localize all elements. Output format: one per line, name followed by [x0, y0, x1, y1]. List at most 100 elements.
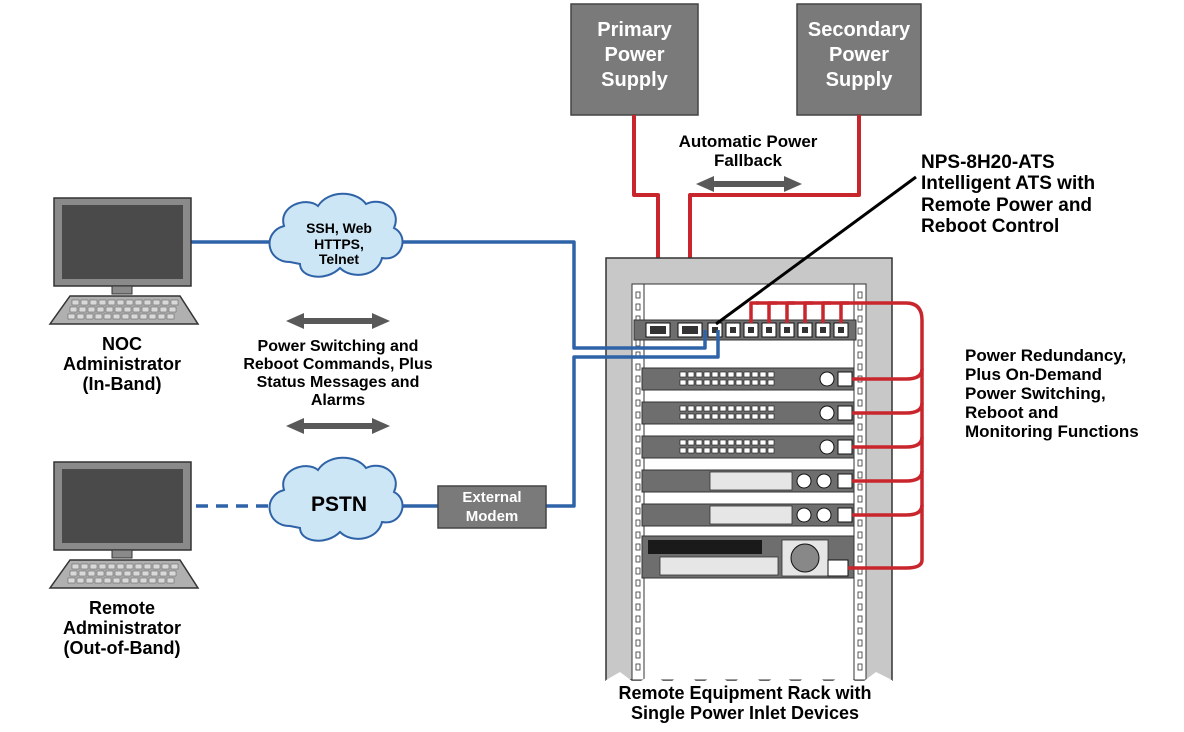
keyboard-key: [78, 570, 87, 577]
rack-devices: [641, 367, 855, 579]
keyboard-key: [116, 299, 125, 306]
rail-hole: [857, 591, 863, 599]
switch-port: [687, 413, 695, 420]
rail-hole: [857, 351, 863, 359]
switch-port: [695, 447, 703, 454]
rail-hole: [857, 663, 863, 671]
switch-port: [743, 405, 751, 412]
switch-port: [751, 447, 759, 454]
switch-port: [711, 439, 719, 446]
keyboard-key: [114, 570, 123, 577]
switch-port: [735, 447, 743, 454]
ats-outlet-socket: [838, 327, 844, 333]
rail-hole: [857, 579, 863, 587]
keyboard-key: [130, 577, 139, 584]
server-io-panel: [709, 505, 793, 525]
keyboard-key: [114, 306, 123, 313]
switch-port: [679, 413, 687, 420]
external-modem-label: External Modem: [462, 489, 522, 525]
rail-hole: [857, 543, 863, 551]
switch-port: [711, 379, 719, 386]
keyboard-key: [107, 299, 116, 306]
callout-line: [715, 175, 917, 326]
switch-port: [735, 405, 743, 412]
keyboard-key: [76, 313, 85, 320]
switch-port: [727, 379, 735, 386]
power-connector: [796, 473, 812, 489]
switch-port: [687, 371, 695, 378]
device-cord: [852, 368, 924, 381]
switch-port: [687, 405, 695, 412]
keyboard-key: [80, 563, 89, 570]
keyboard-key: [148, 577, 157, 584]
rail-hole: [857, 399, 863, 407]
noc-computer-icon: [48, 197, 200, 325]
rail-hole: [857, 531, 863, 539]
keyboard-key: [134, 563, 143, 570]
keyboard-key: [123, 306, 132, 313]
rail-hole: [635, 423, 641, 431]
keyboard-key: [139, 313, 148, 320]
inband-cloud-shape: [268, 192, 404, 278]
switch-port: [695, 379, 703, 386]
ats-outlet-socket: [820, 327, 826, 333]
keyboard-key: [87, 306, 96, 313]
keyboard-key: [152, 299, 161, 306]
rail-hole: [857, 435, 863, 443]
switch-port: [735, 413, 743, 420]
keyboard-key: [166, 313, 175, 320]
inband-cloud-label: SSH, Web HTTPS, Telnet: [306, 220, 372, 268]
rail-hole: [857, 327, 863, 335]
rail-hole: [635, 579, 641, 587]
switch-port: [703, 379, 711, 386]
rail-hole: [857, 447, 863, 455]
power-inlet: [837, 507, 853, 523]
power-inlet: [837, 371, 853, 387]
server-io-panel: [659, 556, 779, 576]
keyboard-key: [107, 563, 116, 570]
switch-port: [743, 413, 751, 420]
keyboard-key: [170, 299, 179, 306]
keyboard-key: [125, 299, 134, 306]
keyboard-key: [168, 570, 177, 577]
keyboard-key: [134, 299, 143, 306]
rail-hole: [857, 483, 863, 491]
rail-hole: [857, 555, 863, 563]
keyboard-key: [161, 563, 170, 570]
switch-port: [743, 371, 751, 378]
keyboard-key: [141, 570, 150, 577]
rail-hole: [857, 291, 863, 299]
rail-hole: [635, 639, 641, 647]
rail-hole: [857, 303, 863, 311]
rail-hole: [635, 627, 641, 635]
rack-rail-holes: [635, 291, 863, 671]
pstn-cloud-shape: [268, 456, 404, 542]
keyboard-key: [98, 299, 107, 306]
rail-hole: [857, 603, 863, 611]
device-cord: [852, 436, 924, 449]
rail-hole: [635, 483, 641, 491]
keyboard-key: [130, 313, 139, 320]
keyboard-key: [105, 306, 114, 313]
fallback-label: Automatic Power Fallback: [678, 132, 818, 171]
switch-port: [727, 405, 735, 412]
rail-hole: [857, 423, 863, 431]
ats-outlet-socket: [766, 327, 772, 333]
keyboard-key: [132, 570, 141, 577]
switch-port: [703, 405, 711, 412]
keyboard-key: [69, 570, 78, 577]
switch-port: [679, 371, 687, 378]
keyboard-key: [87, 570, 96, 577]
redundancy-label: Power Redundancy, Plus On-Demand Power S…: [965, 346, 1139, 442]
device-label: NPS-8H20-ATS Intelligent ATS with Remote…: [921, 152, 1096, 237]
keyboard-key: [71, 299, 80, 306]
switch-port: [759, 379, 767, 386]
rail-hole: [857, 507, 863, 515]
rail-hole: [635, 363, 641, 371]
switch-port: [767, 439, 775, 446]
switch-port: [711, 447, 719, 454]
keyboard-key: [161, 299, 170, 306]
keyboard-key: [96, 306, 105, 313]
switch-port: [759, 371, 767, 378]
switch-port: [735, 371, 743, 378]
